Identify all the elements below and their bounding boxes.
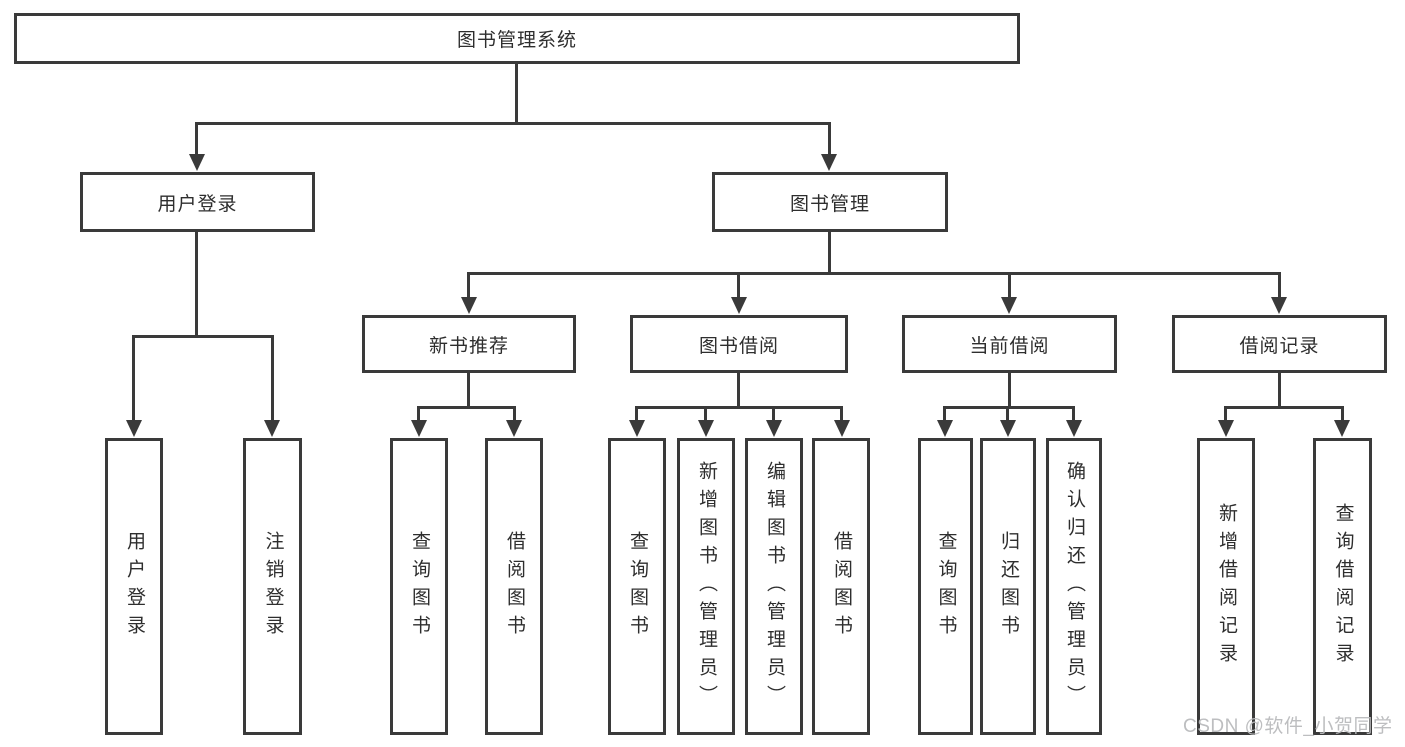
node-borrow-records-label: 借阅记录 [1239,335,1320,357]
node-book-borrow: 图书借阅 [630,315,848,373]
connector-line [1224,406,1343,409]
arrow-down-icon [189,154,205,171]
arrow-down-icon [937,420,953,437]
node-root: 图书管理系统 [14,13,1020,64]
connector-line [635,406,638,423]
leaf-add-books-admin-label: 新增图书（管理员） [695,460,717,713]
arrow-down-icon [1271,297,1287,314]
connector-line [515,64,518,125]
connector-line [1008,373,1011,409]
node-book-management: 图书管理 [712,172,948,232]
arrow-down-icon [411,420,427,437]
leaf-user-login-label: 用户登录 [123,530,145,643]
leaf-logout-label: 注销登录 [262,530,284,643]
node-user-login-label: 用户登录 [157,193,238,215]
leaf-borrow-query-books-label: 查询图书 [626,530,648,643]
connector-line [772,406,775,423]
leaf-query-borrow-record: 查询借阅记录 [1313,438,1372,735]
connector-line [828,232,831,275]
connector-line [467,373,470,409]
arrow-down-icon [698,420,714,437]
connector-line [635,406,843,409]
node-book-management-label: 图书管理 [789,193,870,215]
connector-line [840,406,843,423]
leaf-rec-query-books: 查询图书 [390,438,448,735]
node-user-login: 用户登录 [80,172,315,232]
connector-line [132,335,135,423]
connector-line [943,406,946,423]
node-current-borrow-label: 当前借阅 [969,335,1050,357]
arrow-down-icon [629,420,645,437]
connector-line [195,232,198,338]
node-new-book-recommend: 新书推荐 [362,315,576,373]
connector-line [132,335,274,338]
leaf-current-query-books-label: 查询图书 [935,530,957,643]
leaf-edit-books-admin-label: 编辑图书（管理员） [763,460,785,713]
connector-line [704,406,707,423]
connector-line [195,122,198,158]
node-new-book-recommend-label: 新书推荐 [428,335,509,357]
node-current-borrow: 当前借阅 [902,315,1117,373]
leaf-current-query-books: 查询图书 [918,438,973,735]
leaf-rec-query-books-label: 查询图书 [408,530,430,643]
connector-line [828,122,831,158]
leaf-borrow-query-books: 查询图书 [608,438,666,735]
connector-line [1341,406,1344,423]
arrow-down-icon [731,297,747,314]
leaf-edit-books-admin: 编辑图书（管理员） [745,438,803,735]
leaf-rec-borrow-books-label: 借阅图书 [503,530,525,643]
leaf-query-borrow-record-label: 查询借阅记录 [1332,502,1354,671]
connector-line [1072,406,1075,423]
leaf-return-books: 归还图书 [980,438,1036,735]
arrow-down-icon [461,297,477,314]
arrow-down-icon [821,154,837,171]
connector-line [1278,373,1281,409]
leaf-rec-borrow-books: 借阅图书 [485,438,543,735]
arrow-down-icon [834,420,850,437]
connector-line [1278,272,1281,300]
node-borrow-records: 借阅记录 [1172,315,1387,373]
connector-line [1224,406,1227,423]
arrow-down-icon [766,420,782,437]
connector-line [467,272,470,300]
arrow-down-icon [1218,420,1234,437]
connector-line [1008,272,1011,300]
arrow-down-icon [1000,420,1016,437]
leaf-confirm-return-admin: 确认归还（管理员） [1046,438,1102,735]
leaf-confirm-return-admin-label: 确认归还（管理员） [1063,460,1085,713]
connector-line [271,335,274,423]
leaf-logout: 注销登录 [243,438,302,735]
leaf-return-books-label: 归还图书 [997,530,1019,643]
arrow-down-icon [264,420,280,437]
connector-line [513,406,516,423]
leaf-user-login: 用户登录 [105,438,163,735]
leaf-borrow-books: 借阅图书 [812,438,870,735]
connector-line [737,373,740,409]
leaf-add-books-admin: 新增图书（管理员） [677,438,735,735]
connector-line [417,406,420,423]
arrow-down-icon [1334,420,1350,437]
connector-line [1006,406,1009,423]
connector-line [467,272,1281,275]
csdn-watermark: CSDN @软件_小贺同学 [1183,716,1393,737]
arrow-down-icon [126,420,142,437]
leaf-add-borrow-record: 新增借阅记录 [1197,438,1255,735]
connector-line [737,272,740,300]
connector-line [195,122,831,125]
leaf-add-borrow-record-label: 新增借阅记录 [1215,502,1237,671]
arrow-down-icon [506,420,522,437]
node-book-borrow-label: 图书借阅 [698,335,779,357]
node-root-label: 图书管理系统 [456,30,577,51]
leaf-borrow-books-label: 借阅图书 [830,530,852,643]
arrow-down-icon [1066,420,1082,437]
connector-line [417,406,516,409]
connector-line [943,406,1075,409]
arrow-down-icon [1001,297,1017,314]
